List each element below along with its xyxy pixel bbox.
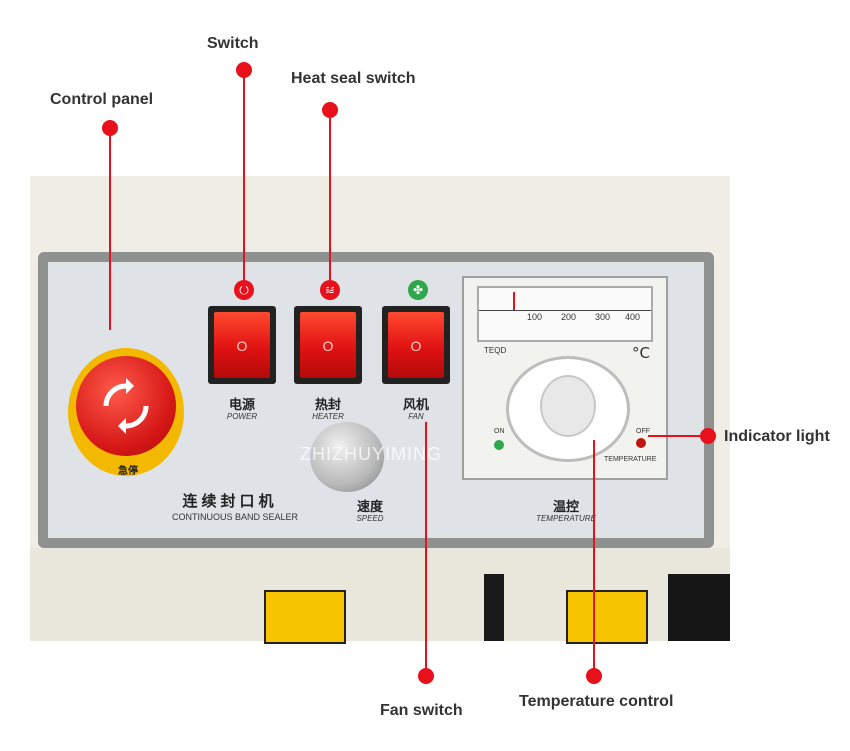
callout-switch-line <box>243 70 245 290</box>
speed-knob[interactable] <box>310 422 384 492</box>
callout-control-panel-label: Control panel <box>50 91 154 108</box>
power-switch[interactable]: O <box>208 306 276 384</box>
callout-heat-seal-line <box>329 110 331 290</box>
callout-fan-switch-line <box>425 422 427 678</box>
dial-label: TEMPERATURE <box>604 456 657 463</box>
callout-indicator-label: Indicator light <box>724 428 830 445</box>
callout-switch-label: Switch <box>207 35 259 52</box>
scale-label-400: 400 <box>625 312 641 322</box>
temperature-dial[interactable] <box>506 356 630 462</box>
machine-name-en: CONTINUOUS BAND SEALER <box>171 512 299 522</box>
fan-icon: ✤ <box>408 280 428 300</box>
speed-label-cn: 速度 <box>356 500 383 515</box>
callout-temperature-line <box>593 440 595 676</box>
fan-label-en: FAN <box>408 412 424 421</box>
callout-fan-switch-dot <box>418 668 434 684</box>
heat-icon: ≋ <box>320 280 340 300</box>
callout-temperature-dot <box>586 668 602 684</box>
fan-switch[interactable]: O <box>382 306 450 384</box>
warning-sticker-left <box>264 590 346 644</box>
scale-needle <box>513 292 515 310</box>
power-label-en: POWER <box>226 412 258 421</box>
temperature-label-cn: 温控 <box>552 500 579 515</box>
meter-unit: °C <box>632 344 650 362</box>
meter-brand: TEQD <box>484 346 507 355</box>
conveyor-belt <box>484 574 504 641</box>
scale-label-300: 300 <box>595 312 611 322</box>
temperature-dial-knob[interactable] <box>540 375 596 437</box>
emergency-stop-button[interactable] <box>76 356 176 456</box>
callout-fan-switch-label: Fan switch <box>380 702 463 719</box>
on-indicator-light <box>494 440 504 450</box>
off-indicator-light <box>636 438 646 448</box>
power-icon: ⏻ <box>234 280 254 300</box>
heater-switch[interactable]: O <box>294 306 362 384</box>
heater-label-en: HEATER <box>312 412 344 421</box>
temperature-scale: 100 200 300 400 <box>477 286 653 342</box>
watermark: ZHIZHUYIMING <box>300 444 442 464</box>
on-label: ON <box>494 428 505 435</box>
callout-temperature-label: Temperature control <box>519 693 674 710</box>
fan-label-cn: 风机 <box>402 398 429 413</box>
heater-switch-mark: O <box>322 338 334 354</box>
power-label-cn: 电源 <box>228 398 255 413</box>
temperature-label-en: TEMPERATURE <box>536 514 596 523</box>
off-label: OFF <box>636 428 650 435</box>
callout-indicator-dot <box>700 428 716 444</box>
heater-label-cn: 热封 <box>314 398 341 413</box>
scale-label-200: 200 <box>561 312 577 322</box>
callout-heat-seal-label: Heat seal switch <box>291 70 416 87</box>
speed-label-en: SPEED <box>356 514 384 523</box>
rotate-arrows-icon <box>103 378 149 434</box>
power-switch-mark: O <box>236 338 248 354</box>
warning-sticker-right <box>566 590 648 644</box>
estop-label: 急停 <box>118 466 138 477</box>
callout-control-panel-line <box>109 128 111 330</box>
side-housing <box>668 574 730 641</box>
scale-label-100: 100 <box>527 312 543 322</box>
callout-indicator-line <box>648 435 710 437</box>
fan-switch-mark: O <box>410 338 422 354</box>
machine-name-cn: 连续封口机 <box>182 492 278 510</box>
